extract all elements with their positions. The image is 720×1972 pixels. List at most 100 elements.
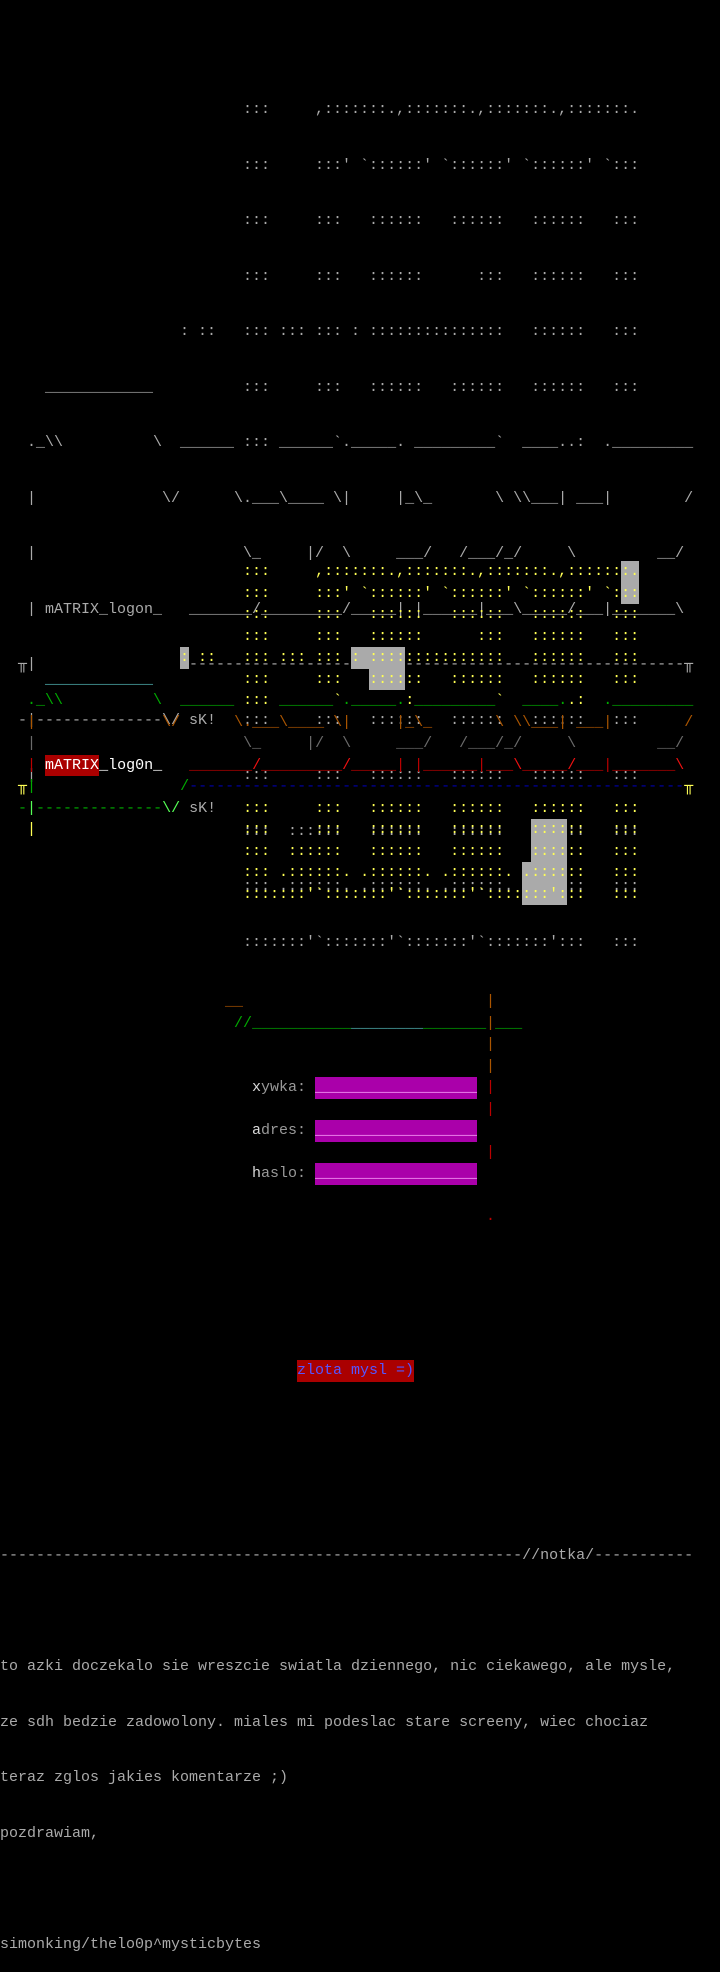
colored-logo-line: ::: .::::::. .::::::. .::::::. .:::::: :… [0, 862, 693, 884]
art-segment: ::: .::::::. .::::::. .::::::. [243, 864, 523, 881]
art-segment: \ [513, 756, 523, 774]
colored-logo-line: | \/ \.___\____ \| |_\_ \ \\___| ___| / [0, 712, 693, 734]
art-segment [162, 757, 189, 774]
logo-line: -|--------------\/ sK! ::: ::: :::::: ::… [0, 711, 640, 729]
art-segment: :::::::'`:::::::'`:::::::'`:::: [243, 885, 523, 903]
art-segment [0, 585, 243, 602]
art-segment [0, 692, 27, 709]
art-segment: ::::::::::: :::::: ::: [405, 649, 640, 666]
art-segment: ::: ::: :::::: :::::: [243, 821, 532, 838]
art-segment: ____________ [45, 670, 154, 688]
logo-line: ::: ::: :::::: :::::: :::::: ::: [0, 212, 640, 229]
art-segment: _______ [423, 1014, 487, 1032]
notka-text-line: ze sdh bedzie zadowolony. miales mi pode… [0, 1713, 649, 1731]
logo-line: ::: .::::::. .::::::. .::::::. .:::::: :… [0, 878, 640, 895]
form-header-line: //__________________________ ___ [0, 1013, 522, 1035]
art-segment [36, 778, 180, 795]
art-segment [0, 628, 243, 645]
art-segment [153, 671, 243, 688]
art-segment [216, 800, 243, 817]
art-segment: ______ [180, 692, 235, 709]
form-bar-line: | [486, 991, 495, 1013]
notka-signature: simonking/thelo0p^mysticbytes [0, 1935, 262, 1953]
art-segment: \/ [162, 799, 181, 817]
colored-logo-line: :::::::'`:::::::'`:::::::'`:::::::'::: :… [0, 883, 693, 905]
art-segment [585, 692, 603, 709]
art-segment [0, 778, 18, 795]
art-segment [36, 821, 243, 838]
logo-line: ╥| /------------------------------------… [0, 656, 694, 673]
form-bar-line: . [486, 1206, 495, 1228]
art-segment: ___|_______ [576, 756, 676, 774]
spacer [0, 1878, 693, 1900]
highlighted-art-segment: : [180, 647, 190, 669]
art-segment [351, 714, 396, 731]
art-segment: :: ::: ::: ::: [189, 649, 352, 666]
xywka-input[interactable] [315, 1077, 477, 1099]
art-segment: ----------------------------------------… [189, 778, 685, 795]
art-segment: _______ [189, 756, 253, 774]
art-segment: / [180, 778, 190, 795]
art-segment: -------------- [36, 799, 163, 817]
xywka-label: xywka: [252, 1079, 307, 1096]
colored-logo-line: ::: :::::: :::::: :::::: :::::: ::: [0, 840, 693, 862]
art-segment [486, 1165, 495, 1182]
art-segment [486, 1122, 495, 1139]
art-segment [0, 714, 27, 731]
matrix-logon-logo-ascii: ::: ,:::::::.,:::::::.,:::::::.,:::::::.… [0, 65, 693, 970]
art-segment [0, 886, 243, 903]
art-segment: __ [225, 993, 244, 1010]
art-segment [162, 692, 180, 709]
zlota-mysl-button[interactable]: zlota mysl =) [297, 1360, 415, 1382]
adres-input[interactable] [315, 1120, 477, 1142]
colored-logo-line: ._\\ \ ______ ::: ______`._____.:_______… [0, 690, 693, 712]
art-segment: :: ::: [567, 864, 640, 881]
notka-divider: ----------------------------------------… [0, 1547, 694, 1564]
art-segment: ╥ [684, 778, 694, 795]
colored-logo-line: ::: ,:::::::.,:::::::.,:::::::.,:::::::. [0, 561, 693, 583]
colored-logo-line: ::: ::: :::::: :::::: :::::: ::: [0, 604, 693, 626]
art-segment [63, 692, 153, 709]
logo-line: | \/ \.___\____ \| |_\_ \ \\___| ___| / [0, 489, 694, 507]
art-segment: \/ [162, 713, 181, 731]
art-segment: | [486, 1079, 496, 1096]
art-segment: | [27, 821, 37, 838]
art-segment [270, 692, 279, 709]
form-bar-line: | [486, 1013, 495, 1035]
art-segment: / [567, 756, 577, 774]
haslo-input[interactable] [315, 1163, 477, 1185]
art-segment: _____ [522, 756, 568, 774]
art-segment: / [252, 756, 262, 774]
art-segment: ._________ [603, 692, 694, 709]
art-segment [234, 692, 243, 709]
art-segment [504, 692, 522, 709]
art-segment [486, 1187, 495, 1204]
art-segment: \.___\____ \| [234, 713, 352, 731]
art-segment: ._____. [342, 692, 406, 709]
colored-logo-line: | \_ |/ \ ___/ /___/_/ \ __/ [0, 733, 693, 755]
art-segment: .: [567, 692, 586, 709]
form-bar-line [486, 1163, 495, 1185]
art-segment: ::: [243, 584, 271, 602]
form-bar-line [486, 1185, 495, 1207]
art-segment: | [27, 756, 37, 774]
art-segment: _log0n_ [99, 756, 163, 774]
art-segment: :: ::: [567, 885, 640, 903]
notka-text-line: pozdrawiam, [0, 1824, 100, 1842]
art-segment: ::: [243, 692, 271, 709]
logo-line: ._\\ \ ______ ::: ______`._____. _______… [0, 434, 694, 451]
logo-line: | \_ |/ \ ___/ /___/_/ \ __/ [0, 545, 685, 562]
art-segment [0, 649, 180, 666]
adres-label: adres: [252, 1122, 307, 1139]
colored-logo-line: ::: :::' `::::::' `::::::' `::::::' `::: [0, 582, 693, 604]
art-segment [0, 821, 27, 838]
field-row-xywka: xywka: [252, 1077, 477, 1099]
logo-line: ::: ::: :::::: ::: :::::: ::: [0, 267, 640, 285]
art-segment: | [486, 1014, 496, 1032]
form-bar-line: | [486, 1099, 495, 1121]
art-segment: ___________ [252, 1014, 352, 1032]
art-segment: ___ [495, 1014, 523, 1032]
haslo-label: haslo: [252, 1165, 307, 1182]
highlighted-art-segment: :::': [522, 883, 568, 905]
art-segment: :: :::::: :::::: ::: [405, 670, 640, 688]
